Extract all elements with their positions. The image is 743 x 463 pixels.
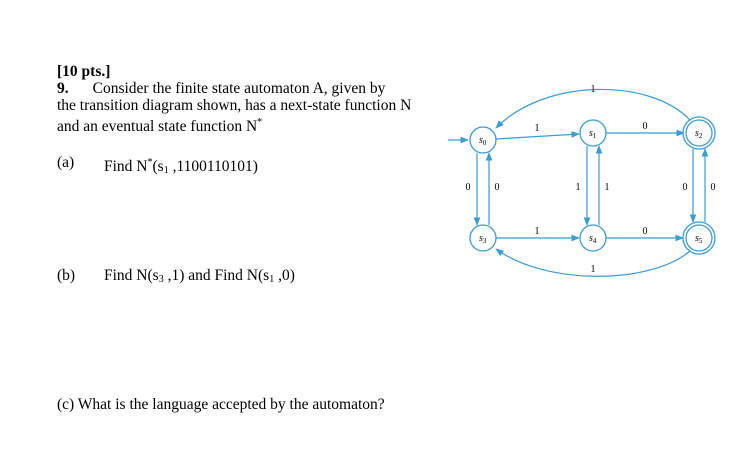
- state-circle-s4: [579, 224, 607, 252]
- state-s2: s2: [682, 116, 716, 150]
- state-circle-s0: [469, 126, 497, 154]
- transition-label-s2-s5: 0: [683, 182, 688, 193]
- part-b-label: (b): [57, 267, 76, 284]
- part-b-text2: ,1) and Find N(s: [163, 267, 270, 284]
- transition-labels-layer: 1 0 1 0 0 1 1 0 0 1 0 1: [466, 84, 716, 275]
- part-b-text3: ,0): [274, 267, 295, 284]
- state-circle-s2: [685, 119, 713, 147]
- state-label-s2: s2: [695, 128, 703, 140]
- part-b-sub1: 3: [158, 274, 164, 285]
- points-label: [10 pts.]: [57, 63, 111, 80]
- state-s1: s1: [579, 119, 607, 147]
- part-b-sub2: 1: [269, 274, 275, 285]
- part-a-pre: Find N: [104, 158, 148, 175]
- transition-label-s0-s3: 0: [466, 182, 471, 193]
- state-circle-s3: [469, 224, 497, 252]
- state-s4: s4: [579, 224, 607, 252]
- transition-label-s5-s2: 0: [711, 182, 716, 193]
- transition-label-s2-s0: 1: [591, 84, 596, 95]
- part-a-sub: 1: [163, 165, 169, 176]
- intro-text-1: Consider the finite state automaton A, g…: [92, 80, 386, 97]
- state-s0: s0: [469, 126, 497, 154]
- automaton-diagram: s0 s1 s2 s3 s4 s5 1 0 1 0 0 1 1 0 0 1 0 1: [448, 84, 716, 277]
- question-number: 9.: [57, 80, 69, 97]
- question-intro-line1: 9. Consider the finite state automaton A,…: [57, 80, 385, 98]
- state-circle-s5: [685, 224, 713, 252]
- part-a-star: *: [147, 157, 153, 168]
- part-a-label: (a): [57, 154, 75, 171]
- part-a-text: Find N*(s1 ,1100110101): [104, 154, 258, 180]
- part-a-post: ,1100110101): [168, 158, 258, 175]
- transition-label-s1-s2: 0: [643, 121, 648, 132]
- transitions-layer: [448, 88, 709, 277]
- part-c-text: (c) What is the language accepted by the…: [57, 396, 385, 413]
- transition-s0-s1: [495, 131, 580, 140]
- state-s5: s5: [682, 221, 716, 255]
- question-intro-line3: and an eventual state function N*: [57, 117, 263, 135]
- state-label-s0: s0: [479, 135, 487, 147]
- transition-label-s1-s4: 1: [576, 182, 581, 193]
- state-label-s1: s1: [589, 128, 597, 140]
- state-label-s4: s4: [589, 233, 597, 245]
- transition-s2-s0: [495, 88, 691, 129]
- transition-label-s4-s1: 1: [605, 182, 610, 193]
- transition-label-s3-s0: 0: [495, 182, 500, 193]
- intro-text-2: the transition diagram shown, has a next…: [57, 97, 412, 114]
- part-b-text1: Find N(s: [104, 267, 159, 284]
- transition-label-s4-s5: 0: [643, 226, 648, 237]
- state-circle-s1: [579, 119, 607, 147]
- transition-label-s5-s3: 1: [591, 264, 596, 275]
- state-s3: s3: [469, 224, 497, 252]
- transition-label-s0-s1: 1: [535, 123, 540, 134]
- part-a-args: (s: [152, 158, 164, 175]
- state-label-s5: s5: [695, 233, 703, 245]
- transition-s5-s3: [495, 248, 691, 277]
- transition-label-s3-s4: 1: [535, 226, 540, 237]
- state-label-s3: s3: [479, 233, 487, 245]
- part-b-text: Find N(s3 ,1) and Find N(s1 ,0): [104, 267, 295, 289]
- intro-text-3: and an eventual state function N: [57, 118, 258, 135]
- states-layer: s0 s1 s2 s3 s4 s5: [469, 116, 716, 255]
